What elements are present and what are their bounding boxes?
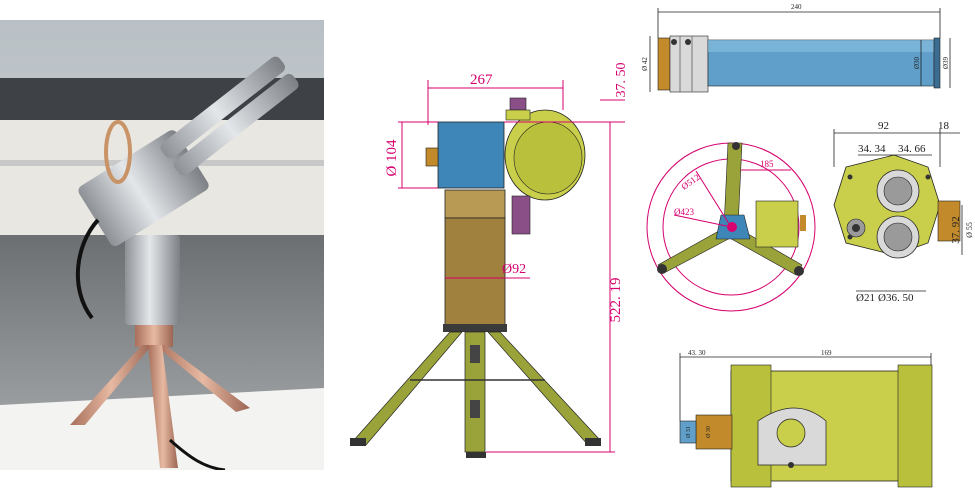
side-elevation-svg: 43. 30 169 Ø 31 Ø 30 (679, 349, 933, 488)
dim-flange-dia-label: Ø 42 (641, 57, 649, 71)
photo-illustration (0, 20, 324, 472)
dim-end-height-2-label: Ø 55 (965, 222, 974, 238)
leg-right (487, 331, 601, 446)
dim-body-label: 169 (821, 349, 832, 357)
dim-end-width-label: 92 (878, 120, 889, 132)
leg-left (353, 331, 463, 446)
dim-stub-label: 43. 30 (688, 349, 706, 357)
dim-width-label: 267 (470, 72, 493, 88)
front-elevation-svg: 267 37. 50 Ø 104 Ø92 522. 19 (350, 63, 629, 458)
front-elevation-drawing: 267 37. 50 Ø 104 Ø92 522. 19 (330, 0, 635, 491)
dim-total-height-label: 522. 19 (608, 278, 624, 323)
tube-top-drawing: 240 Ø 42 Ø30 Ø39 (636, 0, 975, 110)
knob (511, 195, 531, 235)
dim-offset-left-label: 34. 34 (858, 143, 886, 155)
dim-stub-dia-2-label: Ø 30 (706, 426, 712, 438)
dim-stub-dia-1-label: Ø 31 (686, 426, 692, 438)
tripod-end-svg: Ø512 Ø423 185 92 18 34. 34 34. 66 37. 92… (646, 120, 974, 312)
flange (669, 35, 709, 93)
column (444, 217, 506, 327)
dim-column-diameter-label: Ø92 (502, 262, 526, 277)
dim-tube-dia-2-label: Ø39 (942, 56, 950, 69)
dim-bore-large-label: Ø36. 50 (878, 292, 914, 304)
dim-head-diameter-label: Ø 104 (384, 139, 400, 177)
dim-inner-circle-label: Ø423 (674, 207, 694, 217)
tripod-and-end-view-drawing: Ø512 Ø423 185 92 18 34. 34 34. 66 37. 92… (636, 115, 975, 320)
dim-end-height-label: 37. 92 (950, 216, 962, 244)
instrument-photo (0, 20, 324, 472)
dim-top-offset-label: 37. 50 (614, 63, 629, 98)
dim-bore-small-label: Ø21 (856, 292, 875, 304)
dim-offset-right-label: 34. 66 (898, 143, 926, 155)
stub-tube (679, 420, 697, 444)
sensor-head (437, 121, 505, 189)
tube-top-svg: 240 Ø 42 Ø30 Ø39 (641, 3, 951, 93)
side-elevation-drawing: 43. 30 169 Ø 31 Ø 30 (636, 325, 975, 491)
dim-end-side-label: 18 (938, 120, 950, 132)
dim-radius-label: 185 (760, 159, 774, 169)
dim-tube-length-label: 240 (791, 3, 802, 11)
dim-tube-dia-1-label: Ø30 (913, 56, 921, 69)
